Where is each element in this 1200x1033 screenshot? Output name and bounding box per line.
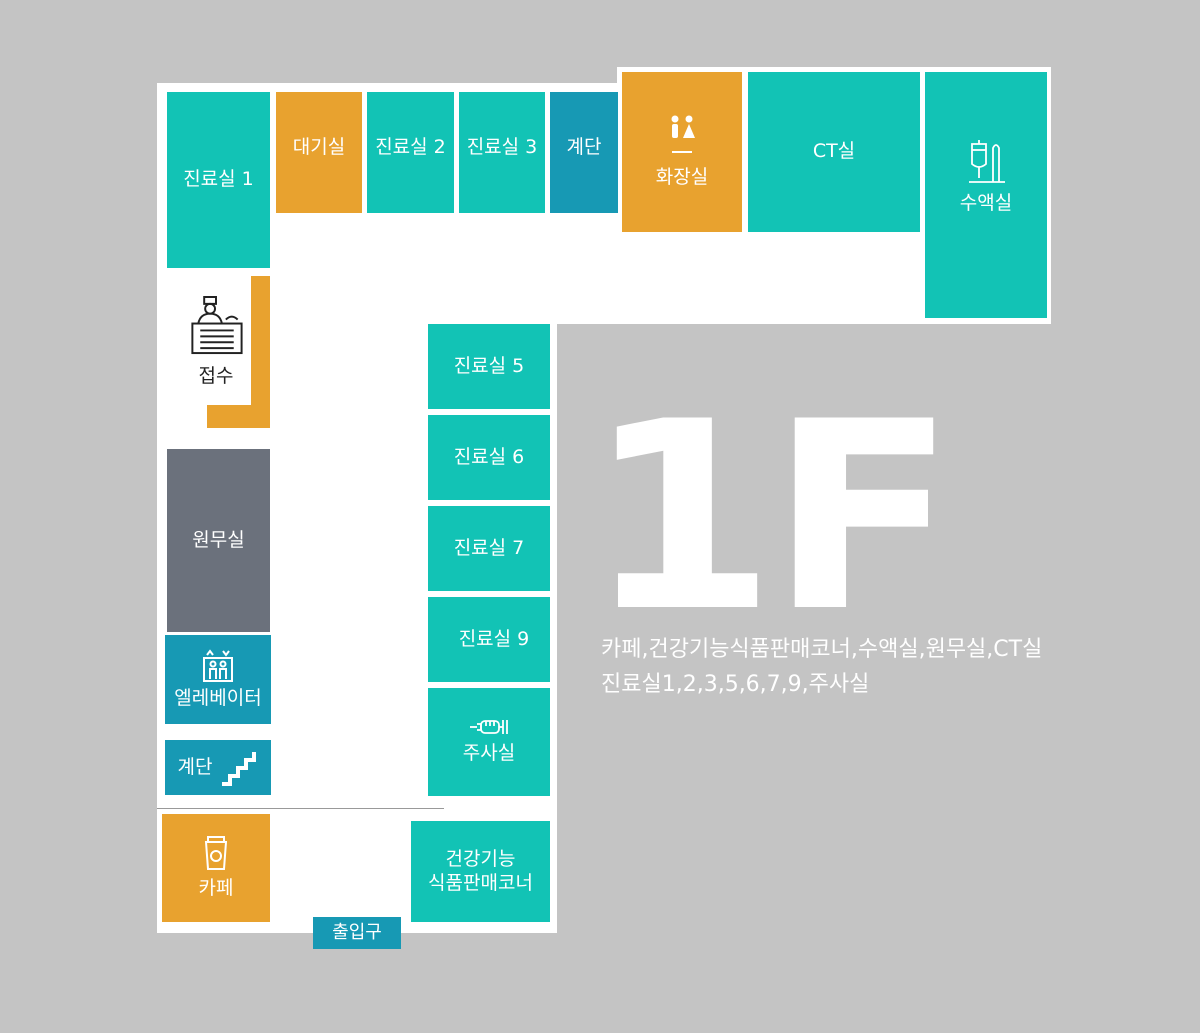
reception-desk-icon	[191, 295, 243, 355]
iv-drip-icon	[969, 140, 1005, 183]
room-cafe-label: 카페	[198, 877, 234, 900]
room-waiting-label: 대기실	[292, 135, 346, 158]
room-exam-5-label: 진료실 5	[453, 354, 525, 377]
room-exam-2-label: 진료실 2	[375, 135, 446, 158]
room-exam-1[interactable]: 진료실 1	[167, 92, 270, 268]
entrance-label: 출입구	[332, 921, 382, 943]
reception-label: 접수	[198, 365, 234, 387]
room-ct-label: CT실	[812, 140, 856, 163]
room-office-label: 원무실	[192, 528, 245, 551]
room-health-food-label-line1: 건강기능	[445, 847, 516, 870]
room-exam-6-label: 진료실 6	[453, 445, 525, 468]
room-exam-2[interactable]: 진료실 2	[367, 92, 454, 213]
room-elevator-label: 엘레베이터	[174, 686, 262, 709]
syringe-icon	[470, 720, 508, 735]
room-restroom[interactable]: 화장실	[622, 72, 742, 232]
room-stairs-bottom[interactable]: 계단	[165, 740, 271, 795]
room-office[interactable]: 원무실	[167, 449, 270, 632]
reception-counter-horizontal	[207, 405, 270, 428]
room-stairs-top-label: 계단	[566, 135, 602, 158]
room-injection-label: 주사실	[462, 742, 516, 765]
room-injection[interactable]: 주사실	[428, 688, 550, 796]
elevator-icon	[203, 648, 233, 682]
restroom-icon	[671, 115, 695, 154]
divider-line	[157, 808, 444, 809]
room-exam-3-label: 진료실 3	[466, 135, 538, 158]
stairs-icon	[222, 751, 257, 786]
room-exam-7[interactable]: 진료실 7	[428, 506, 550, 591]
room-elevator[interactable]: 엘레베이터	[165, 635, 271, 724]
room-restroom-label: 화장실	[655, 166, 709, 189]
floor-description-line1: 카페,건강기능식품판매코너,수액실,원무실,CT실	[601, 637, 1043, 662]
room-ct[interactable]: CT실	[748, 72, 920, 232]
room-exam-3[interactable]: 진료실 3	[459, 92, 545, 213]
room-stairs-top[interactable]: 계단	[550, 92, 618, 213]
room-health-food-label-line2: 식품판매코너	[428, 871, 533, 894]
room-waiting[interactable]: 대기실	[276, 92, 362, 213]
room-health-food[interactable]: 건강기능 식품판매코너	[411, 821, 550, 922]
room-exam-9-label: 진료실 9	[458, 627, 530, 650]
room-exam-6[interactable]: 진료실 6	[428, 415, 550, 500]
room-iv[interactable]: 수액실	[925, 72, 1047, 318]
room-exam-1-label: 진료실 1	[183, 168, 254, 191]
entrance-label-box[interactable]: 출입구	[313, 917, 401, 949]
room-exam-9[interactable]: 진료실 9	[428, 597, 550, 682]
reception-counter-vertical	[251, 276, 270, 428]
reception-area[interactable]: 접수	[178, 294, 254, 388]
room-exam-7-label: 진료실 7	[453, 536, 525, 559]
room-cafe[interactable]: 카페	[162, 814, 270, 922]
floor-description-line2: 진료실1,2,3,5,6,7,9,주사실	[601, 672, 870, 697]
floor-number: 1F	[586, 367, 956, 669]
room-stairs-bottom-label: 계단	[177, 755, 213, 778]
room-iv-label: 수액실	[959, 192, 1013, 214]
coffee-cup-icon	[204, 836, 228, 871]
room-exam-5[interactable]: 진료실 5	[428, 324, 550, 409]
